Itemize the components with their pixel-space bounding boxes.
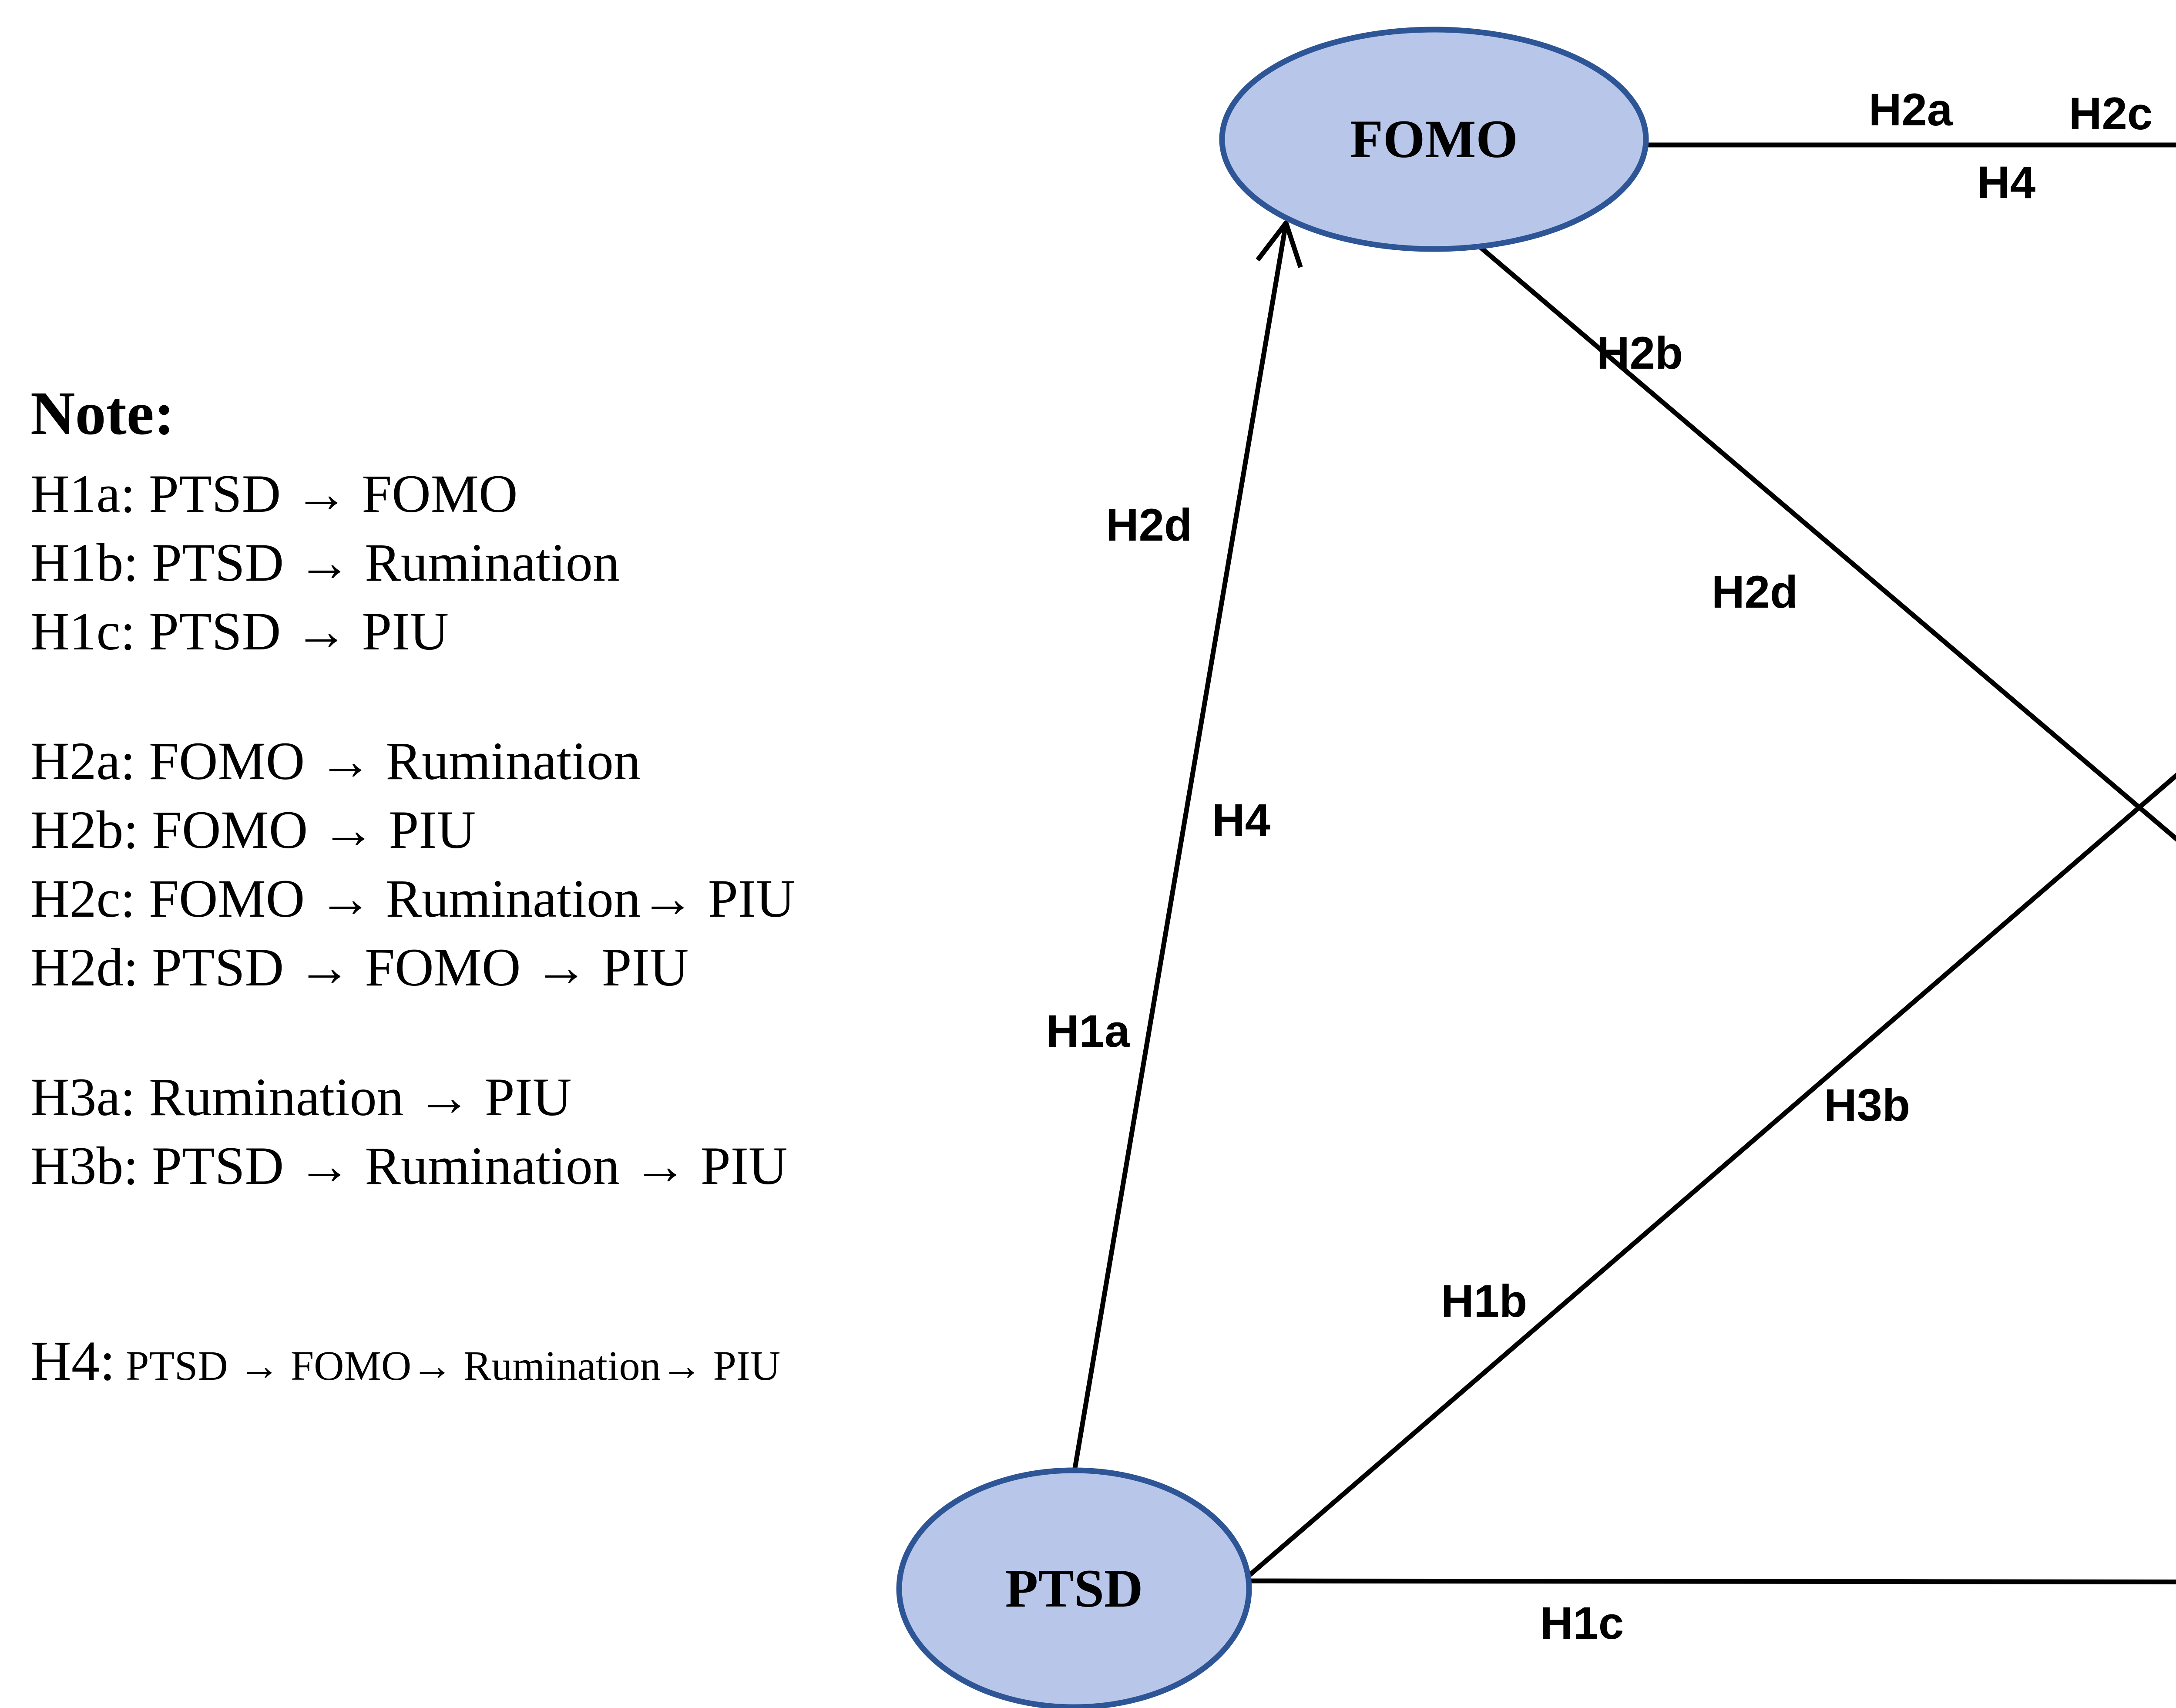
edge-arrow-ptsd-to-rumination	[1248, 772, 2176, 1577]
note-line-h1c: H1c: PTSD → PIU	[30, 602, 449, 661]
edge-label-h2a-top: H2a	[1868, 84, 1953, 135]
node-ellipse-fomo	[1219, 27, 1649, 252]
edge-label-h2c-top: H2c	[2069, 88, 2153, 139]
note-line-h2b: H2b: FOMO → PIU	[30, 800, 476, 860]
edge-label-h1c-bottom: H1c	[1540, 1598, 1624, 1649]
edge-label-h2b-diagonal: H2b	[1596, 328, 1683, 379]
edge-arrow-ptsd-to-fomo	[1071, 218, 1303, 1474]
note-line-h1a: H1a: PTSD → FOMO	[30, 464, 518, 524]
edge-label-h3b-cross: H3b	[1823, 1080, 1911, 1131]
note-h4-rest: PTSD → FOMO→ Rumination→ PIU	[115, 1342, 781, 1389]
edge-label-h4-top: H4	[1977, 157, 2036, 208]
note-title: Note:	[30, 379, 175, 447]
nodes-group	[896, 27, 1649, 1708]
note-line-h2a: H2a: FOMO → Rumination	[30, 731, 641, 791]
edge-arrow-fomo-to-piu	[1477, 244, 2176, 842]
note-line-h3b: H3b: PTSD → Rumination → PIU	[30, 1136, 788, 1196]
edge-label-h1a-left: H1a	[1046, 1006, 1130, 1057]
node-label-ptsd: PTSD	[1005, 1559, 1143, 1618]
edge-arrow-ptsd-to-piu	[1249, 1578, 2176, 1584]
node-ellipse-ptsd	[896, 1467, 1252, 1708]
note-line-h2d: H2d: PTSD → FOMO → PIU	[30, 938, 689, 997]
edge-label-h2d-diagonal: H2d	[1711, 567, 1798, 618]
node-label-fomo: FOMO	[1350, 109, 1518, 169]
hypothesis-note: Note: H1a: PTSD → FOMO H1b: PTSD → Rumina…	[30, 378, 795, 1400]
note-line-h3a: H3a: Rumination → PIU	[30, 1067, 572, 1127]
edges-group	[1071, 142, 2176, 1584]
note-line-h1b: H1b: PTSD → Rumination	[30, 533, 620, 592]
edge-label-h1b-cross: H1b	[1441, 1276, 1528, 1327]
note-line-h4: H4: PTSD → FOMO→ Rumination→ PIU	[30, 1327, 795, 1400]
edge-label-h4-left: H4	[1212, 795, 1271, 846]
note-line-h2c: H2c: FOMO → Rumination→ PIU	[30, 869, 795, 928]
note-h4-prefix: H4:	[30, 1330, 115, 1392]
edge-label-h2d-left: H2d	[1105, 500, 1192, 551]
